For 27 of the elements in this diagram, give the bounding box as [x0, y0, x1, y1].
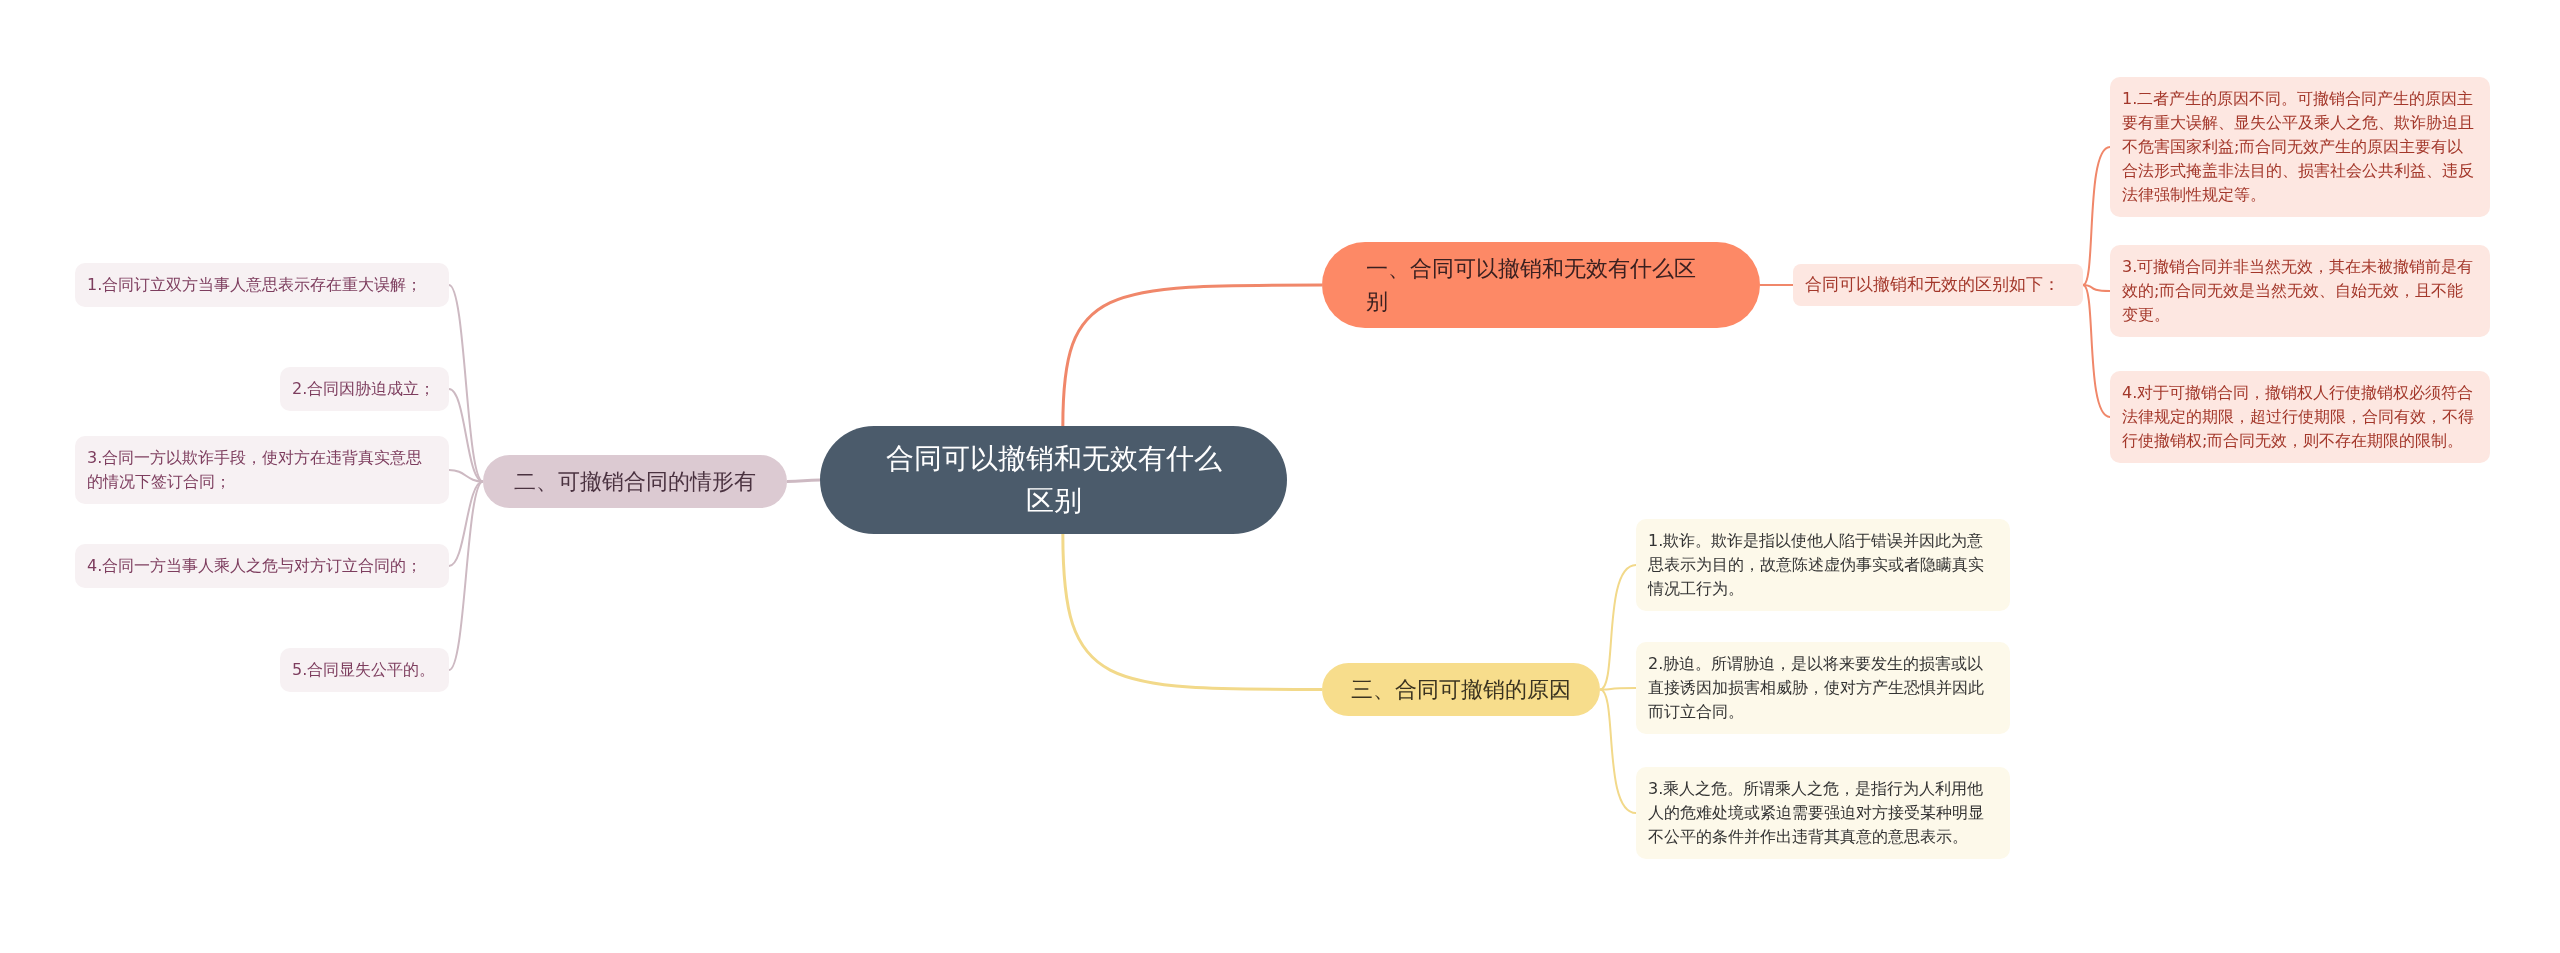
connector-line [2082, 284, 2111, 292]
subtopic-box: 2.合同因胁迫成立； [280, 367, 449, 411]
connector-line [448, 284, 484, 483]
connector-line [1759, 284, 1794, 286]
subtopic-box: 2.胁迫。所谓胁迫，是以将来要发生的损害或以直接诱因加损害相威胁，使对方产生恐惧并因此而订立合同。 [1636, 642, 2010, 734]
branch-topic: 三、合同可撤销的原因 [1322, 663, 1600, 716]
branch-topic: 一、合同可以撤销和无效有什么区别 [1322, 242, 1760, 328]
subtopic-box: 合同可以撤销和无效的区别如下： [1793, 264, 2083, 306]
connector-line [1599, 564, 1637, 691]
subtopic-box: 1.合同订立双方当事人意思表示存在重大误解； [75, 263, 449, 307]
subtopic-box: 4.对于可撤销合同，撤销权人行使撤销权必须符合法律规定的期限，超过行使期限，合同有效，不得行使撤销权;而合同无效，则不存在期限的限制。 [2110, 371, 2490, 463]
subtopic-box: 4.合同一方当事人乘人之危与对方订立合同的； [75, 544, 449, 588]
subtopic-box: 3.合同一方以欺诈手段，使对方在违背真实意思的情况下签订合同； [75, 436, 449, 504]
connector-line [1061, 283, 1322, 427]
subtopic-box: 5.合同显失公平的。 [280, 648, 449, 692]
central-topic: 合同可以撤销和无效有什么区别 [820, 426, 1287, 534]
connector-line [1061, 533, 1322, 691]
subtopic-box: 3.可撤销合同并非当然无效，其在未被撤销前是有效的;而合同无效是当然无效、自始无效，且不能变更。 [2110, 245, 2490, 337]
subtopic-box: 3.乘人之危。所谓乘人之危，是指行为人利用他人的危难处境或紧迫需要强迫对方接受某种明显不公平的条件并作出违背其真意的意思表示。 [1636, 767, 2010, 859]
connector-line [2082, 146, 2111, 286]
connector-line [1599, 688, 1637, 814]
subtopic-box: 1.欺诈。欺诈是指以使他人陷于错误并因此为意思表示为目的，故意陈述虚伪事实或者隐瞒真实情况工行为。 [1636, 519, 2010, 611]
branch-topic: 二、可撤销合同的情形有 [483, 455, 787, 508]
connector-line [2082, 284, 2111, 418]
subtopic-box: 1.二者产生的原因不同。可撤销合同产生的原因主要有重大误解、显失公平及乘人之危、欺诈胁迫且不危害国家利益;而合同无效产生的原因主要有以合法形式掩盖非法目的、损害社会公共利益、违反法律强制性规定等。 [2110, 77, 2490, 217]
connector-line [787, 478, 820, 483]
connector-line [1599, 687, 1637, 691]
